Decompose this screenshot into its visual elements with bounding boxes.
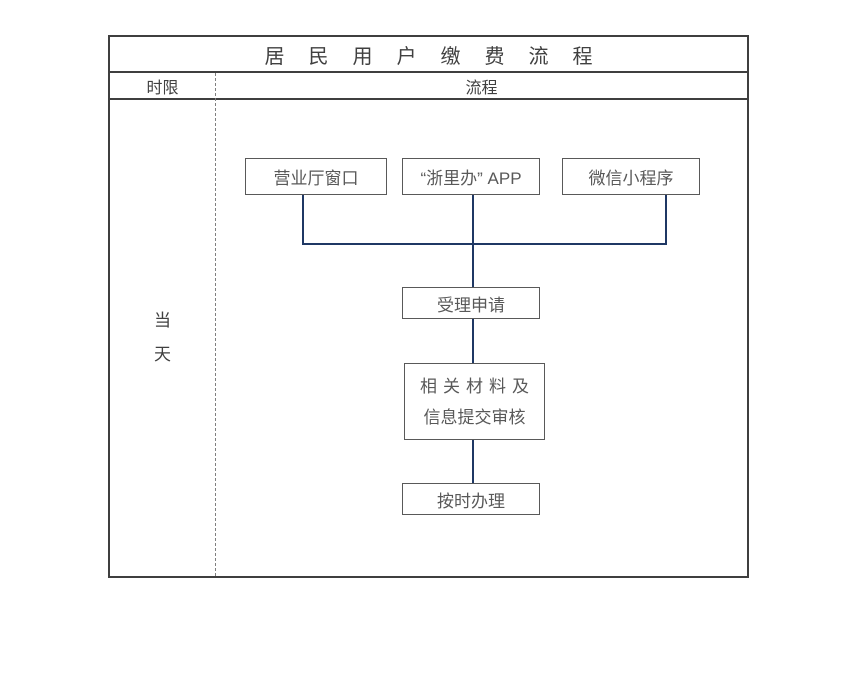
node-zheliban-app: “浙里办” APP: [402, 158, 540, 195]
header-row-divider: [110, 98, 747, 100]
node-accept-application-label: 受理申请: [437, 295, 505, 315]
node-wechat-miniprogram-label: 微信小程序: [588, 169, 674, 188]
node-timely-processing: 按时办理: [402, 483, 540, 515]
page-title: 居民用户缴费流程: [264, 45, 617, 68]
node-materials-review: 相关材料及 信息提交审核: [404, 363, 545, 440]
node-accept-application: 受理申请: [402, 287, 540, 319]
column-header-time-label: 时限: [146, 79, 179, 97]
time-limit-cell: 当天: [110, 100, 215, 576]
node-timely-processing-label: 按时办理: [437, 491, 505, 511]
column-header-flow-label: 流程: [465, 79, 498, 97]
connector-review-to-handle: [472, 440, 474, 483]
column-divider-dashed: [215, 73, 216, 576]
connector-hall-down: [302, 195, 304, 243]
node-business-hall-window-label: 营业厅窗口: [273, 169, 359, 188]
node-business-hall-window: 营业厅窗口: [245, 158, 387, 195]
column-header-flow: 流程: [216, 73, 747, 98]
connector-merge-horizontal: [302, 243, 667, 245]
title-row-divider: [110, 71, 747, 73]
node-materials-review-line1: 相关材料及: [420, 376, 535, 396]
column-header-time: 时限: [110, 73, 215, 98]
time-limit-value: 当天: [154, 311, 171, 364]
title-row: 居民用户缴费流程: [110, 37, 747, 71]
node-wechat-miniprogram: 微信小程序: [562, 158, 700, 195]
node-zheliban-app-label: “浙里办” APP: [420, 169, 522, 188]
connector-accept-to-review: [472, 319, 474, 363]
node-materials-review-line2: 信息提交审核: [423, 407, 526, 427]
connector-wechat-down: [665, 195, 667, 243]
connector-app-down: [472, 195, 474, 287]
